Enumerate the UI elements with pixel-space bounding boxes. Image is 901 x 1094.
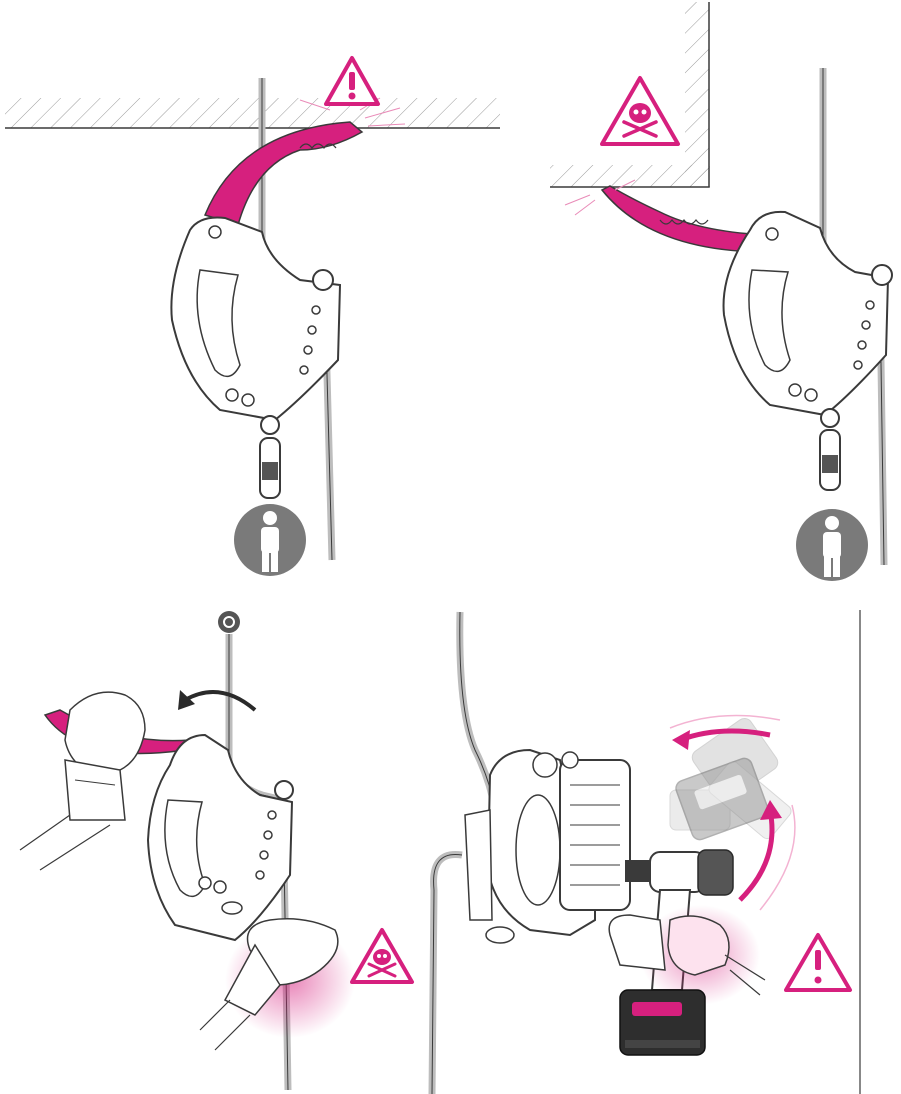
pivot-bolt [765, 227, 779, 241]
side-plate [464, 809, 493, 921]
device-illustration-3 [19, 611, 414, 1091]
panel-manual-handle-operation [0, 590, 430, 1094]
bottom-eye [221, 901, 243, 915]
side-holes [299, 305, 321, 375]
device-side-plate [748, 269, 791, 373]
panel-handle-hitting-wall [520, 0, 901, 590]
rope-lower-outline [431, 853, 463, 1094]
handle [203, 121, 364, 226]
rotate-arrow [184, 690, 257, 712]
wall-hatch [685, 2, 709, 187]
person-icon [823, 516, 841, 577]
ceiling-hatch [5, 98, 500, 128]
connector-gate [262, 462, 278, 480]
top-ring [871, 264, 893, 286]
rotate-arrow-right-head [760, 800, 782, 820]
device-drum [515, 794, 561, 906]
motion-lines [669, 714, 796, 911]
panel-handle-against-ceiling [0, 0, 520, 590]
top-knob-2 [561, 751, 579, 769]
gloved-hand-upper [19, 691, 146, 871]
device-side-plate [196, 269, 241, 378]
gearbox-fins [570, 784, 620, 886]
device-body [170, 216, 342, 422]
wall-corner-line [550, 2, 710, 188]
skull-crossbones-icon [600, 76, 680, 146]
handle-grip [299, 143, 337, 149]
rotate-arrow-top-head [672, 730, 690, 750]
side-holes [255, 810, 277, 880]
ceiling-hatch [550, 165, 710, 187]
skull-crossbones-icon [350, 928, 414, 984]
bottom-eye [485, 926, 515, 944]
front-bolts [788, 383, 818, 402]
attachment-eye [260, 415, 280, 435]
drill-ghost-battery [675, 757, 769, 841]
impact-marks [564, 179, 636, 216]
warning-triangle-icon [784, 933, 852, 992]
attachment-eye [820, 408, 840, 428]
device-illustration-2 [550, 2, 893, 581]
gloved-hands [608, 914, 766, 996]
front-bolts [225, 388, 255, 407]
rotate-arrow-head [178, 690, 195, 710]
device-illustration-4 [428, 610, 861, 1094]
connector-gate [822, 455, 838, 473]
gearbox [559, 759, 631, 911]
drill-ghost [669, 717, 792, 840]
front-bolts [198, 876, 227, 894]
device-side-plate [164, 799, 206, 898]
rotate-arrow-right [738, 809, 775, 902]
device-illustration-1 [5, 56, 500, 576]
gloved-hand-lower [199, 918, 339, 1051]
rope-lower [428, 850, 463, 1094]
pivot-bolt [208, 225, 222, 239]
panel-power-drill-operation [420, 590, 901, 1094]
handle [600, 185, 770, 253]
side-holes [853, 300, 875, 370]
person-icon [261, 511, 279, 572]
device-body [722, 210, 890, 417]
eye-icon [218, 611, 240, 633]
handle-grip [659, 219, 709, 225]
top-ring [274, 780, 294, 800]
top-knob [532, 752, 558, 778]
warning-triangle-icon [324, 56, 380, 106]
top-ring [312, 269, 334, 291]
drill-battery [619, 989, 706, 1056]
